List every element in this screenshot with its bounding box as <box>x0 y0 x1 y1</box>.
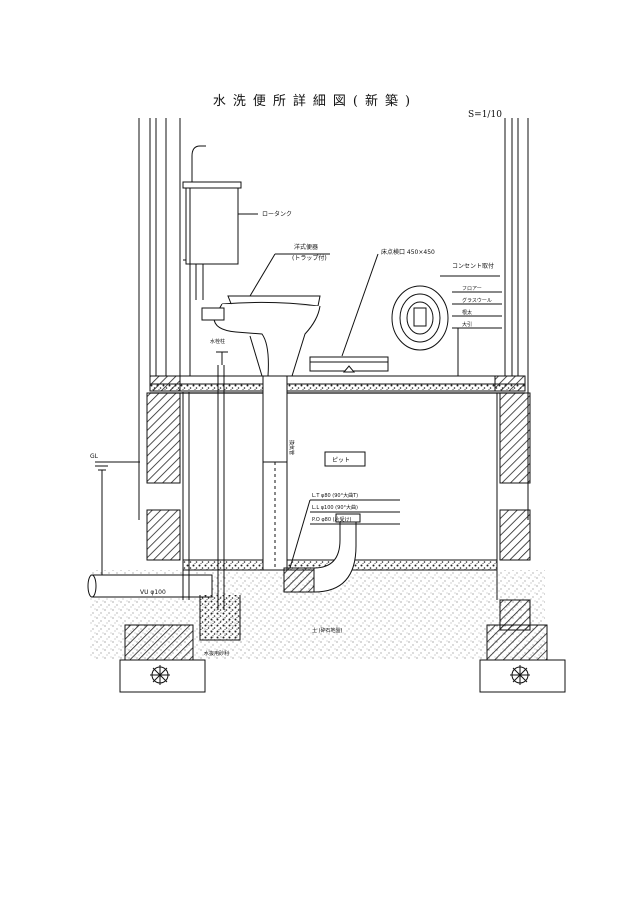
vent-pipe-label: 換気管 <box>288 440 295 455</box>
low-tank <box>182 181 242 300</box>
ground-level-marker <box>95 461 140 591</box>
left-wall <box>138 118 181 380</box>
right-rebar-symbol <box>510 665 530 685</box>
soil-label: 土 (砕石地盤) <box>312 627 343 634</box>
left-foundation <box>146 392 184 600</box>
drain-pipe-left <box>182 392 190 600</box>
water-stop-valve <box>216 351 228 610</box>
right-wall <box>504 118 529 380</box>
pipe-callouts <box>289 499 400 569</box>
hatch-label: 床点検口 450×450 <box>381 248 435 256</box>
left-footing <box>119 624 206 693</box>
floor-structure <box>149 375 526 394</box>
section-breaks <box>138 380 529 520</box>
floor-legend <box>452 291 502 376</box>
pipe-label-3: P.O φ80 (片受け) <box>312 516 352 523</box>
outlet-label: コンセント取付 <box>452 262 494 270</box>
pipe-label-1: L.T φ80 (90°大曲T) <box>312 492 358 499</box>
drain-gravel-label: 水抜用砂利 <box>204 650 229 657</box>
drain-gravel-pit <box>199 595 241 641</box>
ground-level-label: GL <box>90 453 99 460</box>
vu-pipe <box>87 574 213 598</box>
hatch-leader <box>341 253 379 357</box>
pit-label: ピット <box>332 457 350 464</box>
toilet-label-2: (トラップ付) <box>292 254 327 262</box>
low-tank-label: ロータンク <box>262 210 292 218</box>
water-stop-label: 水栓柱 <box>210 338 225 345</box>
left-rebar-symbol <box>150 665 170 685</box>
inspection-hatch <box>309 356 389 373</box>
legend-glass-wool: グラスウール <box>462 297 492 304</box>
legend-joist: 根太 <box>462 309 472 316</box>
legend-flooring: フロアー <box>462 286 482 292</box>
outlet-detail <box>391 285 449 351</box>
pipe-label-2: L.L φ100 (90°大曲) <box>312 504 358 511</box>
right-footing <box>479 624 566 693</box>
vu-pipe-label: VU φ100 <box>140 589 166 596</box>
water-supply-pipe <box>183 145 206 376</box>
toilet-bowl <box>201 295 321 377</box>
pit-box <box>324 451 366 467</box>
scale-label: S=1/10 <box>468 110 502 120</box>
legend-joist-beam: 大引 <box>462 321 472 328</box>
toilet-leader <box>249 253 276 297</box>
toilet-label-1: 洋式便器 <box>294 243 318 251</box>
soil-stack <box>262 375 361 593</box>
drawing-title: 水洗便所詳細図(新築) <box>212 94 418 109</box>
